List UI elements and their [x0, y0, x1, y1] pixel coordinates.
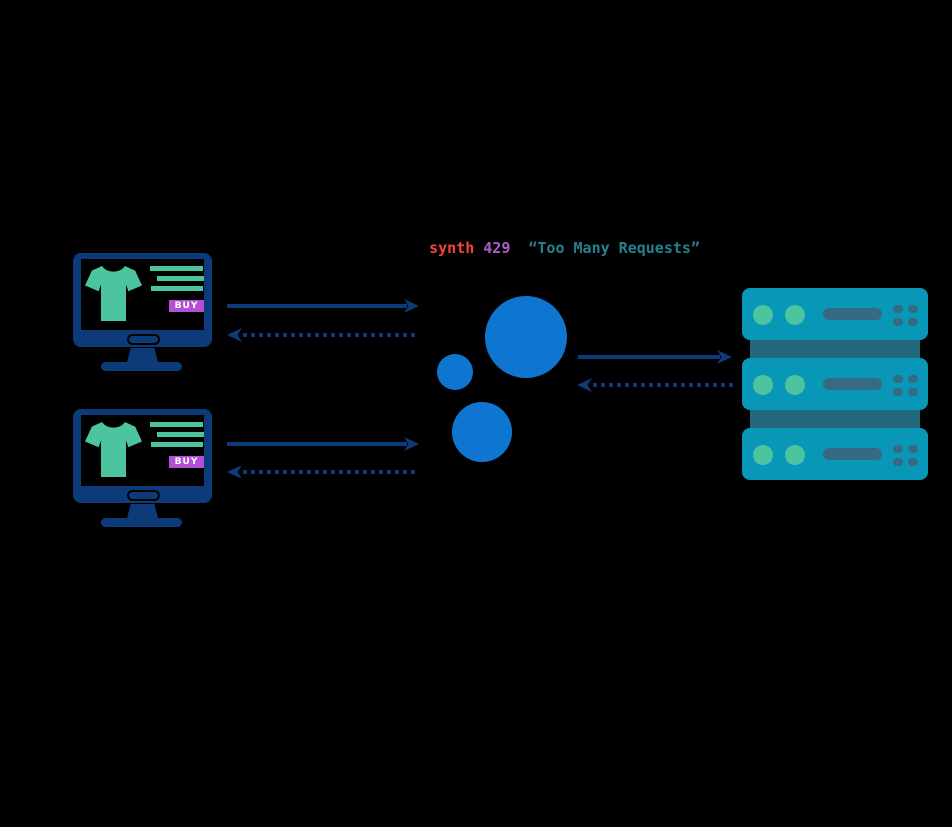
caption-status-message: “Too Many Requests” — [528, 239, 700, 257]
bubble-large-icon — [485, 296, 567, 378]
monitor-stand-base — [101, 518, 182, 527]
left-arrowhead-icon — [227, 465, 242, 479]
text-line — [150, 422, 203, 427]
vent-dot — [893, 375, 903, 383]
vent-dot — [908, 305, 918, 313]
vent-dot — [908, 375, 918, 383]
bubble-medium-icon — [452, 402, 512, 462]
server-unit-1 — [742, 288, 928, 340]
vent-dot — [893, 445, 903, 453]
client-monitor-2: BUY — [73, 409, 212, 527]
led-indicator-icon — [753, 375, 773, 395]
monitor-screen: BUY — [81, 259, 204, 330]
drive-bay-slot — [823, 448, 882, 460]
text-line — [150, 266, 203, 271]
tshirt-icon — [85, 422, 142, 477]
led-indicator-icon — [785, 305, 805, 325]
led-indicator-icon — [753, 305, 773, 325]
response-arrow-dotted-line — [243, 333, 418, 337]
monitor-frame-icon: BUY — [73, 409, 212, 503]
client-monitor-1: BUY — [73, 253, 212, 371]
text-line — [157, 432, 204, 437]
caption-source-label: synth — [429, 239, 475, 257]
led-indicator-icon — [785, 375, 805, 395]
left-arrowhead-icon — [227, 328, 242, 342]
vent-dot — [908, 445, 918, 453]
vent-dot — [908, 318, 918, 326]
monitor-chin-slot — [127, 334, 160, 345]
request-arrow-line — [578, 355, 720, 359]
bubble-small-icon — [437, 354, 473, 390]
server-rack-icon — [742, 288, 928, 480]
server-unit-3 — [742, 428, 928, 480]
led-indicator-icon — [785, 445, 805, 465]
text-line — [151, 442, 203, 447]
drive-bay-slot — [823, 378, 882, 390]
vent-dot — [893, 388, 903, 396]
monitor-chin-slot — [127, 490, 160, 501]
server-unit-2 — [742, 358, 928, 410]
monitor-stand-base — [101, 362, 182, 371]
text-line — [157, 276, 204, 281]
buy-button: BUY — [169, 456, 204, 468]
left-arrowhead-icon — [577, 378, 592, 392]
drive-bay-slot — [823, 308, 882, 320]
response-arrow-dotted-line — [243, 470, 418, 474]
vent-dot — [893, 458, 903, 466]
caption-status-code: 429 — [483, 239, 511, 257]
tshirt-icon — [85, 266, 142, 321]
vent-dot — [908, 388, 918, 396]
led-indicator-icon — [753, 445, 773, 465]
response-arrow-dotted-line — [593, 383, 735, 387]
vent-dot — [893, 305, 903, 313]
caption: synth 429 “Too Many Requests” — [393, 224, 700, 272]
buy-button: BUY — [169, 300, 204, 312]
monitor-frame-icon: BUY — [73, 253, 212, 347]
request-arrow-line — [227, 304, 407, 308]
vent-dot — [893, 318, 903, 326]
vent-dot — [908, 458, 918, 466]
text-line — [151, 286, 203, 291]
request-arrow-line — [227, 442, 407, 446]
monitor-stand-neck — [127, 504, 158, 518]
monitor-stand-neck — [127, 348, 158, 362]
monitor-screen: BUY — [81, 415, 204, 486]
